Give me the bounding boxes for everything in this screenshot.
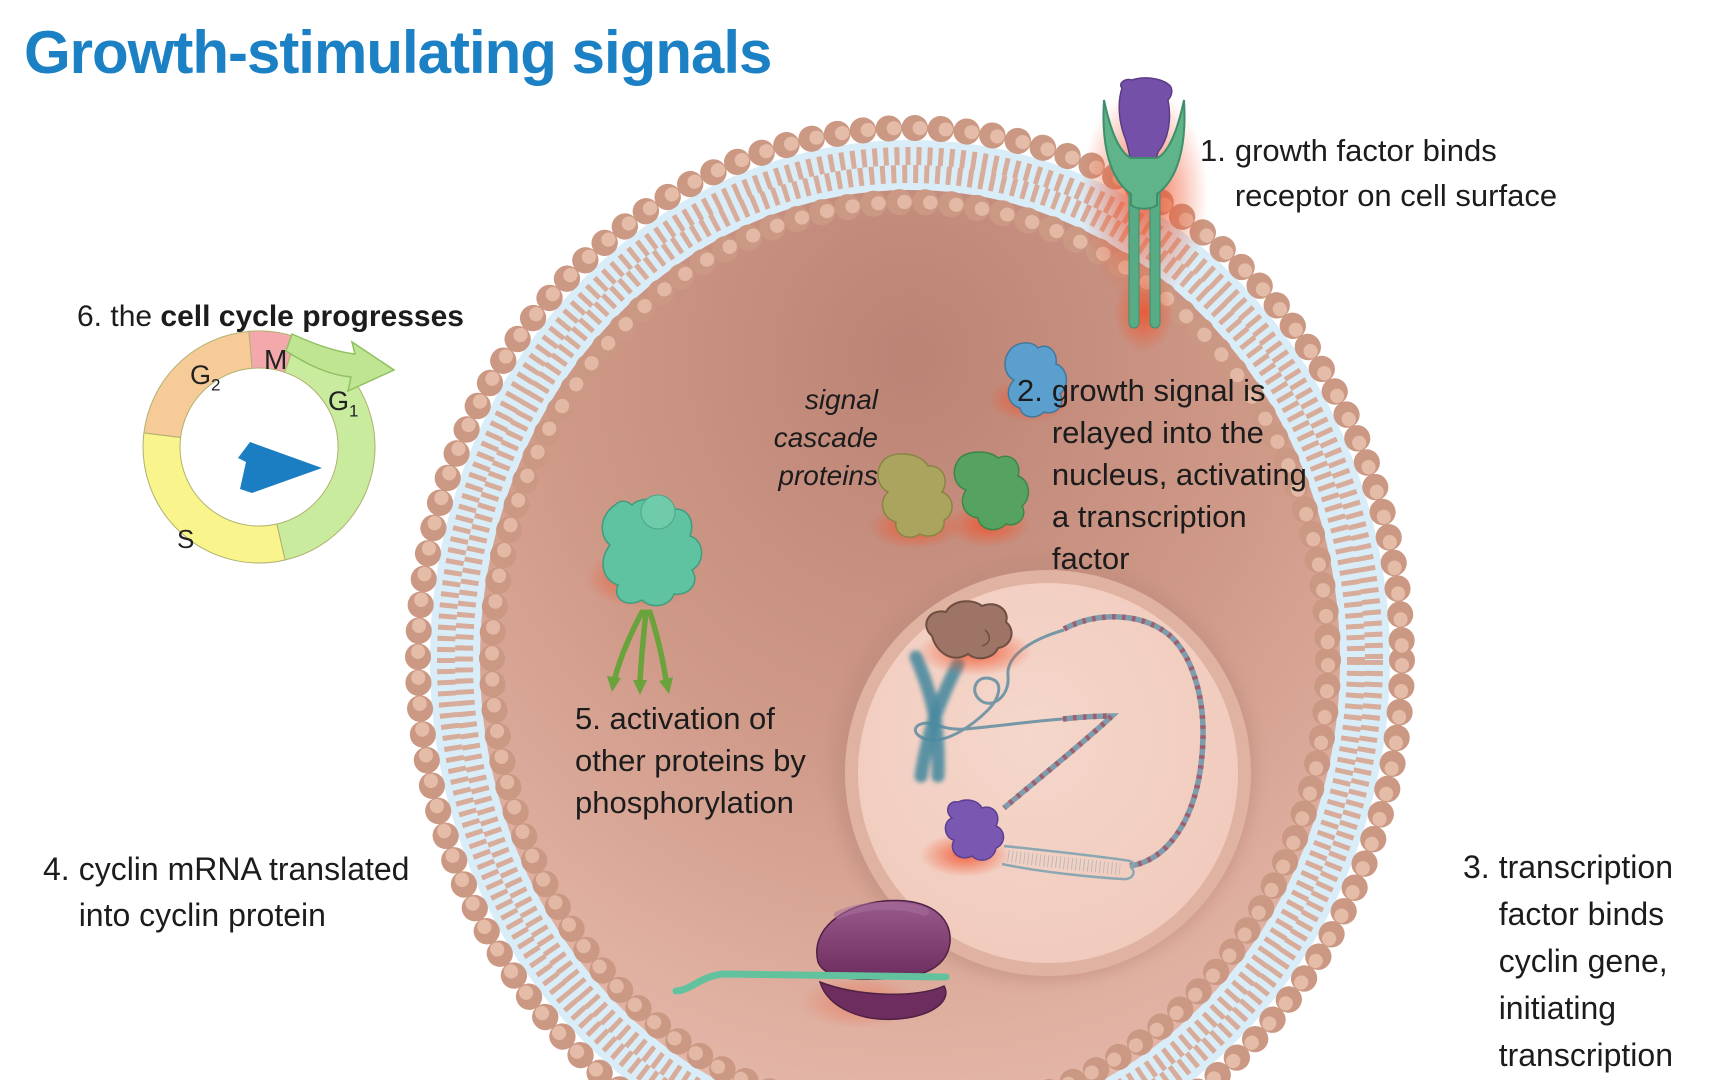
glow <box>1114 272 1174 352</box>
step-4-number: 4. <box>43 851 70 887</box>
step-6-prefix: 6. the <box>77 300 161 333</box>
step-3-transcription: 3. transcription factor binds cyclin gen… <box>1463 844 1673 1079</box>
transcription-factor <box>920 799 1010 877</box>
phase-label-g2: G2 <box>190 360 221 395</box>
step-2-signal-relay: 2. growth signal is relayed into the nuc… <box>1017 370 1307 580</box>
phosphorylation-arrows <box>607 609 673 695</box>
kinase-subunit <box>640 494 676 530</box>
step-5-phosphorylation: 5. activation of other proteins by phosp… <box>575 701 806 820</box>
cycle-progress-arrow <box>238 442 322 493</box>
step-1-text: growth factor binds receptor on cell sur… <box>1234 133 1558 213</box>
cycle-exit-arrow <box>285 332 396 393</box>
phase-segment-g2 <box>143 330 253 438</box>
chromatin-thin-line <box>913 628 1065 742</box>
dna-helix-mid <box>1002 713 1119 811</box>
cascade-protein-green <box>953 451 1030 531</box>
step-4-text: cyclin mRNA translated into cyclin prote… <box>78 851 410 933</box>
step-4-translation: 4. cyclin mRNA translated into cyclin pr… <box>43 846 409 938</box>
mrna-strand <box>672 970 950 995</box>
page-title: Growth-stimulating signals <box>24 19 772 86</box>
step-6-cell-cycle: 6. the cell cycle progresses <box>77 266 464 334</box>
phase-label-g1: G1 <box>328 386 359 421</box>
step-3-text: transcription factor binds cyclin gene, … <box>1498 849 1673 1073</box>
cascade-protein-olive <box>877 453 953 538</box>
signal-cascade-proteins <box>869 342 1072 549</box>
step-2-text: growth signal is relayed into the nucleu… <box>1051 373 1307 576</box>
cascade-protein-blue <box>1004 342 1068 418</box>
chromosome <box>909 650 965 783</box>
receptor-stem-right <box>1149 187 1161 329</box>
dna-strand <box>913 614 1206 881</box>
growth-factor-receptor <box>1080 77 1208 352</box>
step-1-growth-factor: 1. growth factor binds receptor on cell … <box>1200 128 1557 218</box>
step-3-number: 3. <box>1463 849 1490 885</box>
nuclear-protein-brown <box>917 600 1033 676</box>
phase-label-s: S <box>177 524 195 554</box>
ribosome-small-subunit <box>818 980 947 1021</box>
membrane-inner-leaflet <box>479 189 1341 1080</box>
lipid-tails-outer <box>437 147 1383 1080</box>
phase-segment-g1 <box>276 336 376 561</box>
step-1-number: 1. <box>1200 133 1226 168</box>
transcription-bubble <box>1001 844 1135 881</box>
growth-factor <box>1118 77 1173 205</box>
kinase-protein <box>586 494 703 695</box>
ribosome <box>672 899 951 1028</box>
ribosome-highlight <box>834 901 929 919</box>
signal-cascade-label: signal cascade proteins <box>773 384 878 491</box>
cell-cycle-wheel <box>142 330 396 564</box>
lipid-tails-inner <box>455 165 1365 1080</box>
step-6-bold-text: cell cycle progresses <box>160 300 464 333</box>
dna-helix-right <box>1062 614 1206 869</box>
membrane-outer-leaflet <box>405 115 1415 1080</box>
receptor-cup <box>1102 99 1186 210</box>
step-2-number: 2. <box>1017 373 1043 408</box>
phase-label-m: M <box>264 344 288 375</box>
